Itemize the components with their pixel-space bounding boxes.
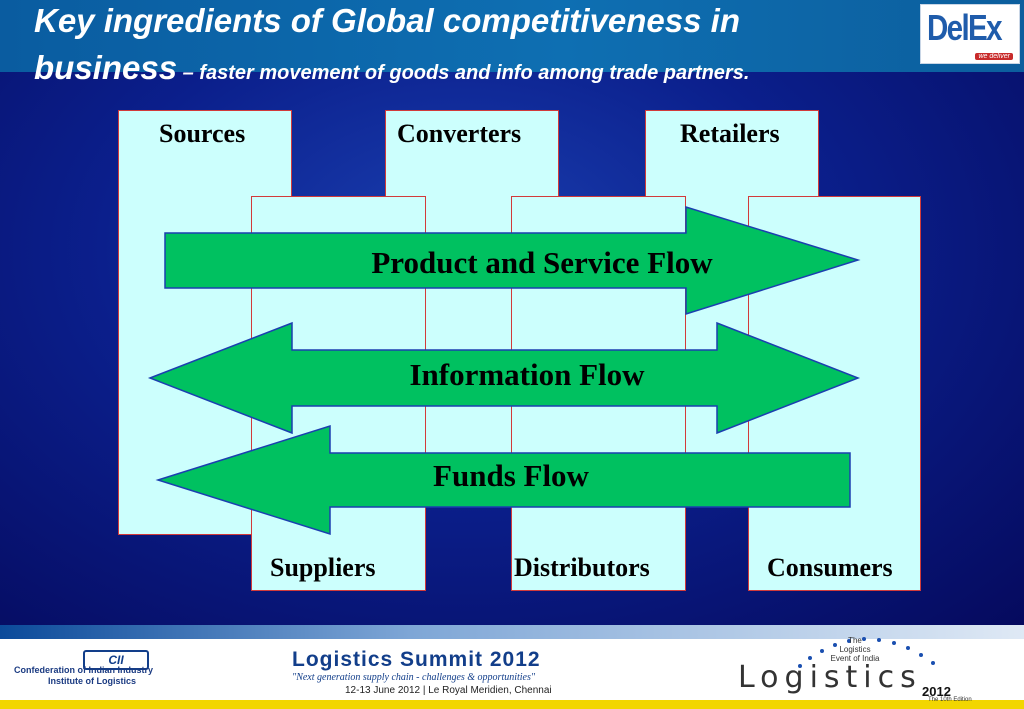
label-suppliers: Suppliers (270, 553, 376, 582)
logo-wordmark: DelEx (927, 7, 1002, 48)
footer-stripe (0, 625, 1024, 639)
information-flow-arrow (147, 321, 861, 435)
title-bar (0, 0, 1024, 72)
cii-institute: Institute of Logistics (48, 676, 137, 686)
slide-title: Key ingredients of Global competitivenes… (34, 2, 740, 39)
funds-flow-arrow (155, 424, 851, 536)
label-retailers: Retailers (680, 119, 780, 148)
event-line2: Logistics (839, 645, 871, 654)
summit-tagline: "Next generation supply chain - challeng… (292, 672, 536, 683)
label-sources: Sources (159, 119, 246, 148)
summit-date: 12-13 June 2012 | Le Royal Meridien, Che… (345, 685, 552, 696)
funds-flow-label: Funds Flow (433, 458, 589, 493)
cii-logo: CII (83, 650, 149, 670)
footer-banner (0, 625, 1024, 709)
delex-logo: DelEx we deliver (920, 4, 1020, 64)
information-flow-label: Information Flow (409, 357, 645, 392)
title-word-business: business (34, 49, 178, 86)
label-consumers: Consumers (767, 553, 893, 582)
event-logo-word: Logistics (738, 660, 922, 695)
summit-title: Logistics Summit 2012 (292, 648, 541, 671)
cii-name: Confederation of Indian Industry (14, 665, 153, 675)
label-distributors: Distributors (514, 553, 650, 582)
label-converters: Converters (397, 119, 522, 148)
event-edition: The 10th Edition (928, 697, 972, 703)
logo-tagline: we deliver (975, 53, 1013, 60)
subtitle-text: – faster movement of goods and info amon… (177, 62, 750, 84)
event-line3: Event of India (830, 654, 880, 663)
event-line1: The (848, 636, 862, 645)
product-service-flow-arrow (164, 205, 861, 316)
event-year: 2012 (922, 684, 951, 699)
footer-yellow-bar (0, 700, 1024, 709)
event-dots-arc (798, 637, 935, 668)
slide-subtitle: business – faster movement of goods and … (34, 49, 749, 87)
product-service-flow-label: Product and Service Flow (371, 245, 713, 280)
